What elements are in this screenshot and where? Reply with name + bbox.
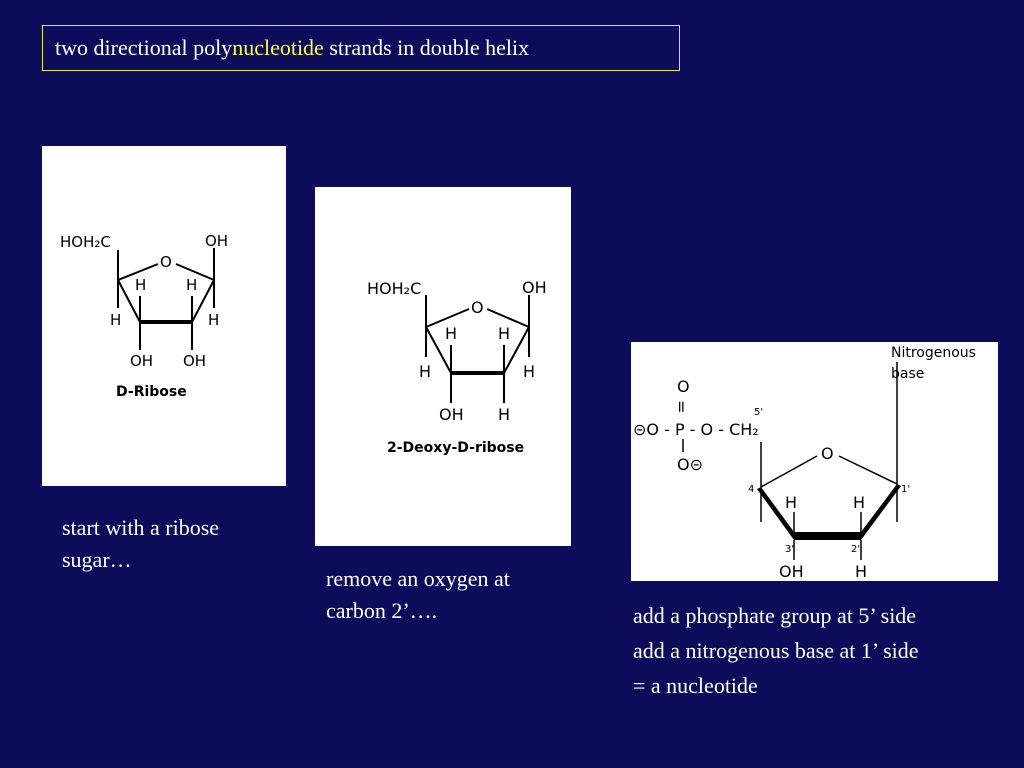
deoxyribose-panel: HOH₂C O OH H H H H OH H 2-Deoxy-D-ribose xyxy=(315,187,571,546)
nucleotide-oh: OH xyxy=(779,562,804,581)
ribose-name: D-Ribose xyxy=(116,384,187,400)
nucleotide-h-bottom: H xyxy=(855,562,867,581)
deoxy-c4-c3-bond xyxy=(425,326,452,374)
ribose-structure: HOH₂C O OH H H H H OH OH D-Ribose xyxy=(60,232,228,400)
ribose-c4-h: H xyxy=(110,311,121,329)
phosphate-o-bottom: O⊝ xyxy=(677,455,703,474)
ribose-caption: start with a ribose sugar… xyxy=(62,512,219,576)
deoxy-caption-line-2: carbon 2’…. xyxy=(326,598,438,623)
ribose-c4-c3-bond xyxy=(117,279,141,323)
base-label: base xyxy=(891,366,924,382)
nitrogenous-label: Nitrogenous xyxy=(891,345,976,361)
title-prefix: two directional poly xyxy=(55,35,233,60)
nucleotide-structure: Nitrogenous base O = ⊝O - P - O - CH₂ 5'… xyxy=(633,345,976,581)
carbon-3-label: 3' xyxy=(785,544,794,555)
deoxy-c3-oh: OH xyxy=(439,405,464,424)
deoxy-c1-c2-bond xyxy=(503,326,530,374)
title-highlight: nucleotide xyxy=(232,35,324,60)
carbon-1-label: 1' xyxy=(901,484,910,495)
c3-c2-bold-bond xyxy=(794,532,861,540)
carbon-5-label: 5' xyxy=(754,407,763,418)
deoxy-c3-h-up: H xyxy=(445,324,457,343)
ribose-c4-o-bond xyxy=(117,263,159,281)
ribose-caption-line-2: sugar… xyxy=(62,547,132,572)
ribose-c5-label: HOH₂C xyxy=(60,233,111,251)
deoxy-c1-h: H xyxy=(523,362,535,381)
o-c1-bond xyxy=(838,455,898,485)
ribose-o-c1-bond xyxy=(175,263,215,281)
ribose-c2-oh: OH xyxy=(183,352,206,370)
deoxy-ring-o: O xyxy=(471,298,484,317)
title-suffix: strands in double helix xyxy=(323,35,530,60)
c4-c3-wedge xyxy=(757,487,794,540)
nucleotide-caption-line-1: add a phosphate group at 5’ side xyxy=(633,603,917,628)
nucleotide-h-right: H xyxy=(853,493,865,512)
deoxy-o-c1-bond xyxy=(486,308,530,328)
deoxy-c4-o-bond xyxy=(425,308,470,328)
ribose-c2-h-up: H xyxy=(186,276,197,294)
deoxyribose-structure: HOH₂C O OH H H H H OH H 2-Deoxy-D-ribose xyxy=(367,278,547,456)
phosphate-chain: ⊝O - P - O - CH₂ xyxy=(633,420,759,439)
c4-o-bond xyxy=(760,455,818,488)
phosphate-o-top: O xyxy=(677,377,690,396)
ribose-c1-oh: OH xyxy=(205,232,228,250)
slide-title: two directional polynucleotide strands i… xyxy=(42,25,680,71)
ribose-c3-h-up: H xyxy=(135,276,146,294)
deoxy-c2-h-up: H xyxy=(498,324,510,343)
nucleotide-caption-line-2: add a nitrogenous base at 1’ side xyxy=(633,638,919,663)
nucleotide-h-left: H xyxy=(785,493,797,512)
deoxy-c1-oh: OH xyxy=(522,278,547,297)
deoxy-caption-line-1: remove an oxygen at xyxy=(326,566,510,591)
ribose-ring-o: O xyxy=(160,253,172,271)
nucleotide-caption-line-3: = a nucleotide xyxy=(633,673,758,698)
ribose-caption-line-1: start with a ribose xyxy=(62,515,220,540)
nucleotide-ring-o: O xyxy=(821,444,834,463)
deoxy-c5-label: HOH₂C xyxy=(367,279,421,298)
deoxy-c4-h: H xyxy=(419,362,431,381)
deoxy-caption: remove an oxygen at carbon 2’…. xyxy=(326,563,510,627)
carbon-2-label: 2' xyxy=(851,544,860,555)
c1-c2-wedge xyxy=(861,484,901,540)
deoxyribose-name: 2-Deoxy-D-ribose xyxy=(387,440,524,456)
ribose-panel: HOH₂C O OH H H H H OH OH D-Ribose xyxy=(42,146,286,486)
ribose-c1-h: H xyxy=(208,311,219,329)
ribose-c3-oh: OH xyxy=(130,352,153,370)
carbon-4-label: 4 xyxy=(748,484,754,495)
phosphate-double-bond: = xyxy=(672,400,691,413)
deoxy-c2-h: H xyxy=(498,405,510,424)
nucleotide-panel: Nitrogenous base O = ⊝O - P - O - CH₂ 5'… xyxy=(631,342,998,581)
nucleotide-caption: add a phosphate group at 5’ side add a n… xyxy=(633,598,919,703)
ribose-c1-c2-bond xyxy=(191,279,215,323)
